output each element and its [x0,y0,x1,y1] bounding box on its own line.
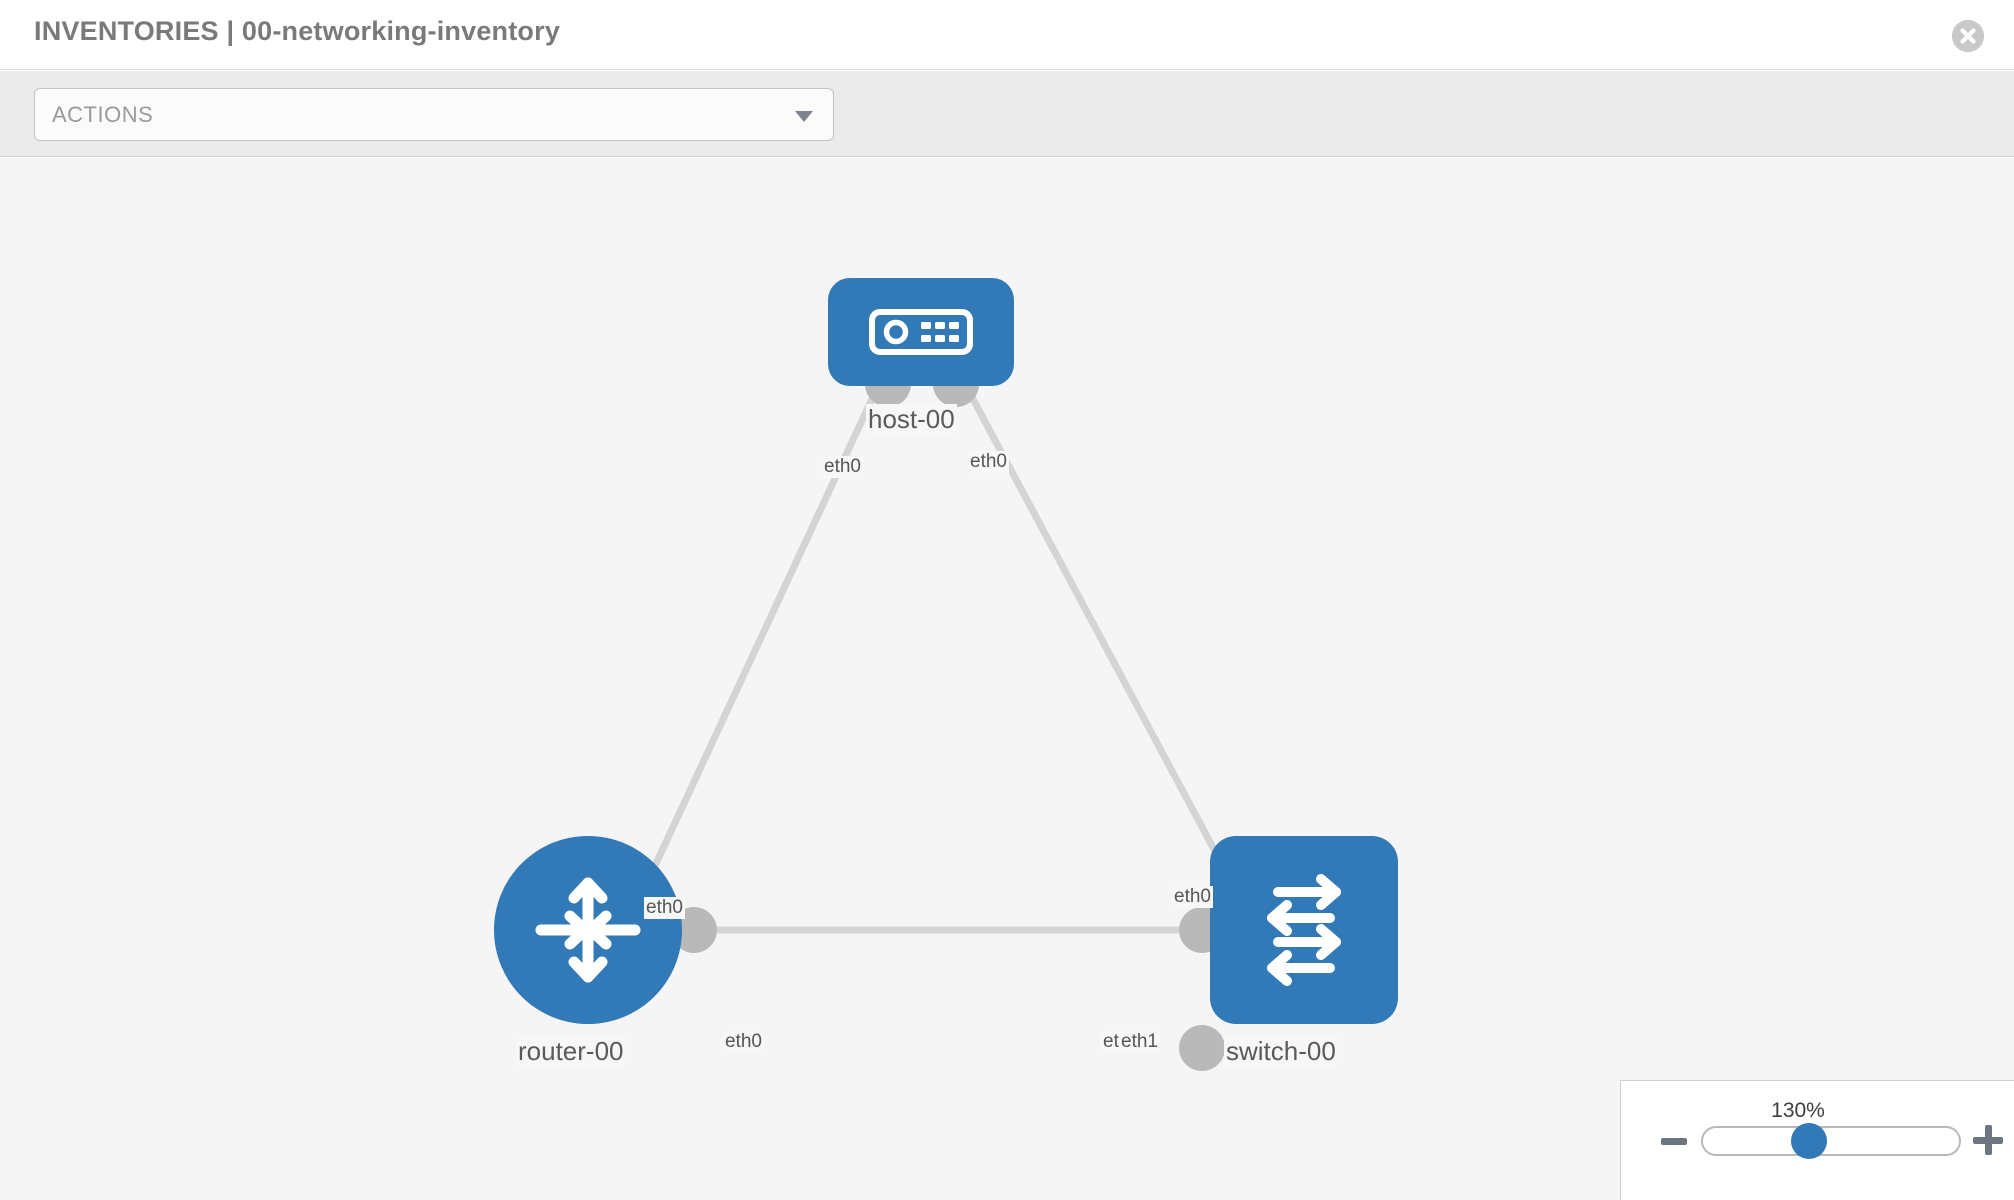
node-host-shape[interactable] [828,278,1014,386]
node-router-label: router-00 [516,1036,626,1067]
zoom-percent-label: 130% [1771,1099,1825,1122]
node-switch-shape[interactable] [1210,836,1398,1024]
iface-label-router-up: eth0 [644,897,685,919]
iface-label-switch-up: eth0 [1172,886,1213,908]
node-router-00[interactable]: router-00 [494,836,682,1067]
close-icon[interactable] [1952,20,1984,52]
iface-label-router-right: eth0 [723,1031,764,1053]
node-host-label: host-00 [866,404,957,435]
zoom-slider-thumb[interactable] [1791,1123,1827,1159]
node-switch-00[interactable]: switch-00 [1210,836,1398,1067]
minus-icon[interactable] [1661,1138,1687,1145]
four-arrows-inward-icon [535,877,641,983]
node-router-shape[interactable] [494,836,682,1024]
topology-canvas[interactable]: host-00 eth0 eth0 [0,158,2014,1200]
zoom-slider-track[interactable] [1701,1126,1961,1156]
topology-nubs [671,361,1255,1071]
node-switch-label: switch-00 [1224,1036,1338,1067]
actions-dropdown[interactable]: ACTIONS [34,88,834,141]
server-appliance-icon [869,309,973,355]
topology-edges [636,384,1244,934]
page-header: INVENTORIES | 00-networking-inventory [0,0,2014,70]
page-title: INVENTORIES | 00-networking-inventory [34,16,561,46]
zoom-control-panel: 130% [1620,1080,2014,1200]
toolbar: ACTIONS SEARCH [0,71,2014,212]
iface-label-host-right: eth0 [968,451,1009,473]
bidirectional-arrows-icon [1267,874,1341,986]
iface-label-switch-left: eth1 [1119,1031,1160,1053]
iface-label-host-left: eth0 [822,456,863,478]
plus-icon[interactable] [1973,1125,2003,1155]
nub-switch-left [1179,1025,1225,1071]
node-host-00[interactable]: host-00 [828,278,1014,464]
chevron-down-icon [795,111,813,122]
actions-dropdown-label: ACTIONS [52,102,154,127]
edge-host-switch [962,384,1244,900]
